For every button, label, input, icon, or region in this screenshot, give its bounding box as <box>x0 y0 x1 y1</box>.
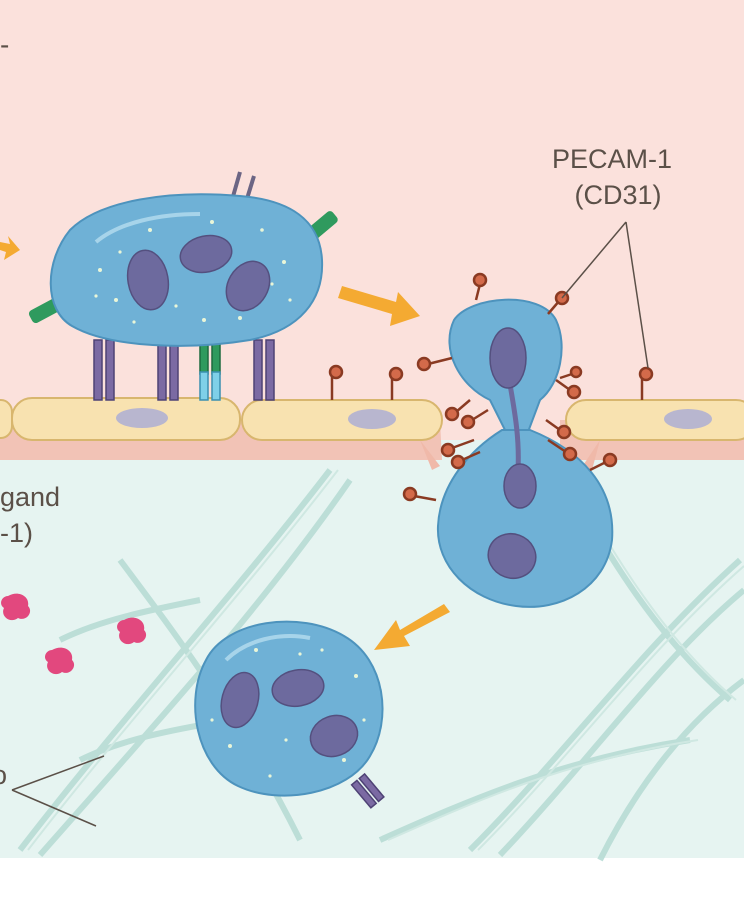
endothelial-cell <box>0 399 13 439</box>
endothelial-nucleus <box>116 408 168 428</box>
membrane-gap-right <box>580 440 600 470</box>
nucleus-lobe <box>179 234 233 274</box>
endothelial-nucleus <box>348 409 396 429</box>
pecam-molecules <box>328 272 654 502</box>
nucleus-lobe <box>225 260 271 312</box>
lower-left-leader <box>11 755 105 827</box>
arrow-incoming <box>0 236 20 260</box>
arrow-to-transmigration <box>338 286 420 326</box>
nucleus-lobe <box>503 463 537 509</box>
leukocyte-body-lower <box>436 429 614 608</box>
chemokine <box>45 647 75 675</box>
integrin-receptors <box>93 339 275 401</box>
nucleus-lobe <box>220 671 260 729</box>
endothelial-nucleus <box>664 409 712 429</box>
chemokine <box>1 593 31 621</box>
membrane-gap-left <box>420 440 440 470</box>
endothelial-cell <box>565 399 744 441</box>
left-edge-mark: - <box>0 29 9 60</box>
nucleus-lobe <box>126 249 170 311</box>
leukocyte-body <box>49 193 324 347</box>
nucleus-lobe <box>489 327 527 389</box>
ligand-label-line2: -1) <box>0 518 33 548</box>
pecam-on-leukocyte <box>402 272 618 502</box>
direction-arrows <box>0 236 450 650</box>
nucleus-lobe <box>271 668 325 708</box>
nucleus-lobe <box>487 533 537 579</box>
pecam-leader-lines <box>561 221 649 369</box>
pecam-label-line1: PECAM-1 <box>552 144 672 174</box>
pecam-on-endothelium <box>328 364 654 400</box>
pecam-label-line2: (CD31) <box>574 180 661 210</box>
migrated-leukocyte <box>194 620 385 809</box>
endothelial-nuclei <box>116 408 712 429</box>
transmigrating-leukocyte <box>436 298 614 608</box>
integrin-pair <box>253 339 275 401</box>
tissue-matrix <box>0 440 744 858</box>
arrow-into-tissue <box>374 604 450 650</box>
chemokines <box>1 593 147 675</box>
adherent-leukocyte <box>28 171 338 347</box>
cell-highlight <box>94 212 201 244</box>
nucleus-lobe <box>309 714 359 758</box>
lower-left-fragment: o <box>0 760 7 790</box>
page-bottom-margin <box>0 858 744 902</box>
integrin-stub <box>350 772 385 809</box>
cell-highlight <box>224 634 311 662</box>
ligand-label-line1: gand <box>0 482 60 512</box>
endothelial-cell <box>241 399 443 441</box>
chemokine <box>117 617 147 645</box>
